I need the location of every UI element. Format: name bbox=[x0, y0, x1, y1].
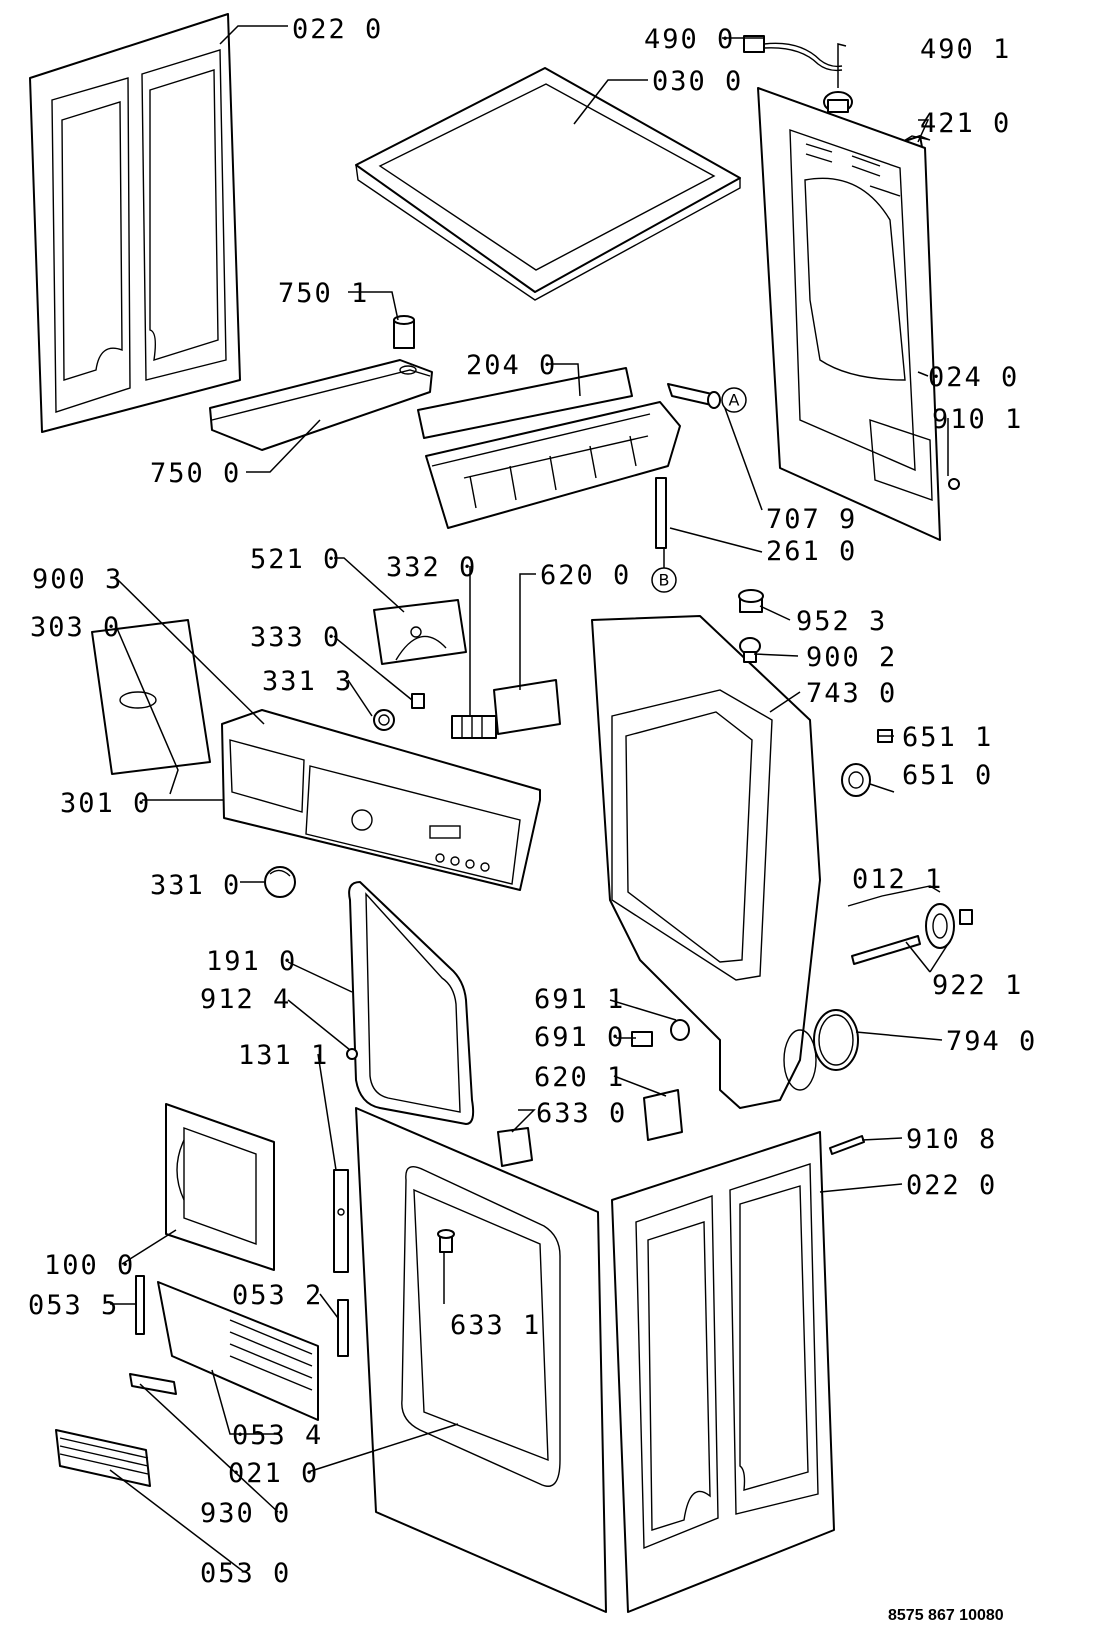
power-cord bbox=[743, 35, 843, 72]
lamp-assembly bbox=[631, 1019, 690, 1047]
label-022-0-bottom: 022 0 bbox=[906, 1170, 997, 1201]
strain-relief bbox=[823, 91, 853, 113]
dispenser-drawer bbox=[91, 619, 211, 775]
label-053-4: 053 4 bbox=[232, 1420, 323, 1451]
label-204-0: 204 0 bbox=[466, 350, 557, 381]
label-021-0: 021 0 bbox=[228, 1458, 319, 1489]
label-952-3: 952 3 bbox=[796, 606, 887, 637]
label-053-0: 053 0 bbox=[200, 1558, 291, 1589]
side-panel-left bbox=[29, 13, 241, 433]
front-panel bbox=[355, 1107, 607, 1613]
reservoir-cup bbox=[393, 315, 415, 349]
label-191-0: 191 0 bbox=[206, 946, 297, 977]
electronic-board bbox=[373, 599, 467, 665]
label-303-0: 303 0 bbox=[30, 612, 121, 643]
label-707-9: 707 9 bbox=[766, 504, 857, 535]
filter-cover bbox=[157, 1281, 319, 1421]
label-421-0: 421 0 bbox=[920, 108, 1011, 139]
callout-b-label: B bbox=[659, 571, 670, 590]
label-912-4: 912 4 bbox=[200, 984, 291, 1015]
label-930-0: 930 0 bbox=[200, 1498, 291, 1529]
plug-952-3 bbox=[738, 589, 764, 613]
label-333-0: 333 0 bbox=[250, 622, 341, 653]
top-lid bbox=[355, 67, 741, 301]
label-651-0: 651 0 bbox=[902, 760, 993, 791]
label-750-1: 750 1 bbox=[278, 278, 369, 309]
program-knob bbox=[264, 866, 296, 898]
drum-belt bbox=[813, 1009, 859, 1071]
switch-333-0 bbox=[411, 693, 425, 709]
label-620-1: 620 1 bbox=[534, 1062, 625, 1093]
plug-900-2 bbox=[739, 637, 761, 663]
label-331-0: 331 0 bbox=[150, 870, 241, 901]
label-910-1: 910 1 bbox=[932, 404, 1023, 435]
side-panel-right bbox=[611, 1131, 835, 1613]
label-750-0: 750 0 bbox=[150, 458, 241, 489]
label-024-0: 024 0 bbox=[928, 362, 1019, 393]
latch-053-2 bbox=[337, 1299, 349, 1357]
filter-grid bbox=[55, 1429, 151, 1487]
label-691-0: 691 0 bbox=[534, 1022, 625, 1053]
screw-910-1 bbox=[948, 478, 960, 490]
label-261-0: 261 0 bbox=[766, 536, 857, 567]
door-seal bbox=[348, 881, 475, 1125]
label-910-8: 910 8 bbox=[906, 1124, 997, 1155]
label-633-0: 633 0 bbox=[536, 1098, 627, 1129]
label-030-0: 030 0 bbox=[652, 66, 743, 97]
hinge-bar bbox=[333, 1169, 349, 1273]
label-922-1: 922 1 bbox=[932, 970, 1023, 1001]
knob-base bbox=[373, 709, 395, 731]
label-053-5: 053 5 bbox=[28, 1290, 119, 1321]
document-number: 8575 867 10080 bbox=[888, 1607, 1004, 1624]
drum-shaft-assembly bbox=[847, 885, 973, 965]
door-switch bbox=[643, 1089, 683, 1141]
label-053-2: 053 2 bbox=[232, 1280, 323, 1311]
label-521-0: 521 0 bbox=[250, 544, 341, 575]
label-900-3: 900 3 bbox=[32, 564, 123, 595]
label-490-1: 490 1 bbox=[920, 34, 1011, 65]
label-301-0: 301 0 bbox=[60, 788, 151, 819]
label-691-1: 691 1 bbox=[534, 984, 625, 1015]
filter-connector bbox=[129, 1373, 177, 1395]
label-633-1: 633 1 bbox=[450, 1310, 541, 1341]
thermostat-651 bbox=[841, 729, 893, 797]
label-794-0: 794 0 bbox=[946, 1026, 1037, 1057]
screw-912-4 bbox=[346, 1048, 358, 1060]
label-100-0: 100 0 bbox=[44, 1250, 135, 1281]
door-lock bbox=[497, 1127, 533, 1167]
drain-tube bbox=[655, 477, 667, 549]
water-container bbox=[417, 367, 681, 529]
label-620-0: 620 0 bbox=[540, 560, 631, 591]
pipe-707-9 bbox=[667, 383, 721, 409]
leader-lines bbox=[109, 25, 949, 1573]
callout-a: A bbox=[721, 387, 747, 413]
switch-block bbox=[451, 715, 497, 739]
label-131-1: 131 1 bbox=[238, 1040, 329, 1071]
label-651-1: 651 1 bbox=[902, 722, 993, 753]
callout-a-label: A bbox=[729, 391, 740, 410]
part-labels: 022 0 490 0 490 1 030 0 421 0 750 1 204 … bbox=[28, 14, 1037, 1589]
label-490-0: 490 0 bbox=[644, 24, 735, 55]
indicator-board bbox=[493, 679, 561, 735]
door-lock-pin bbox=[437, 1229, 455, 1253]
callout-b: B bbox=[651, 567, 677, 593]
screw-910-8 bbox=[829, 1135, 865, 1155]
label-332-0: 332 0 bbox=[386, 552, 477, 583]
label-331-3: 331 3 bbox=[262, 666, 353, 697]
label-900-2: 900 2 bbox=[806, 642, 897, 673]
door-bezel bbox=[165, 1103, 275, 1271]
rod-053-5 bbox=[135, 1275, 145, 1335]
control-panel bbox=[221, 709, 541, 891]
top-rail bbox=[209, 359, 433, 451]
label-743-0: 743 0 bbox=[806, 678, 897, 709]
label-012-1: 012 1 bbox=[852, 864, 943, 895]
label-022-0-top: 022 0 bbox=[292, 14, 383, 45]
back-panel bbox=[757, 87, 941, 541]
front-frame bbox=[591, 615, 821, 1109]
